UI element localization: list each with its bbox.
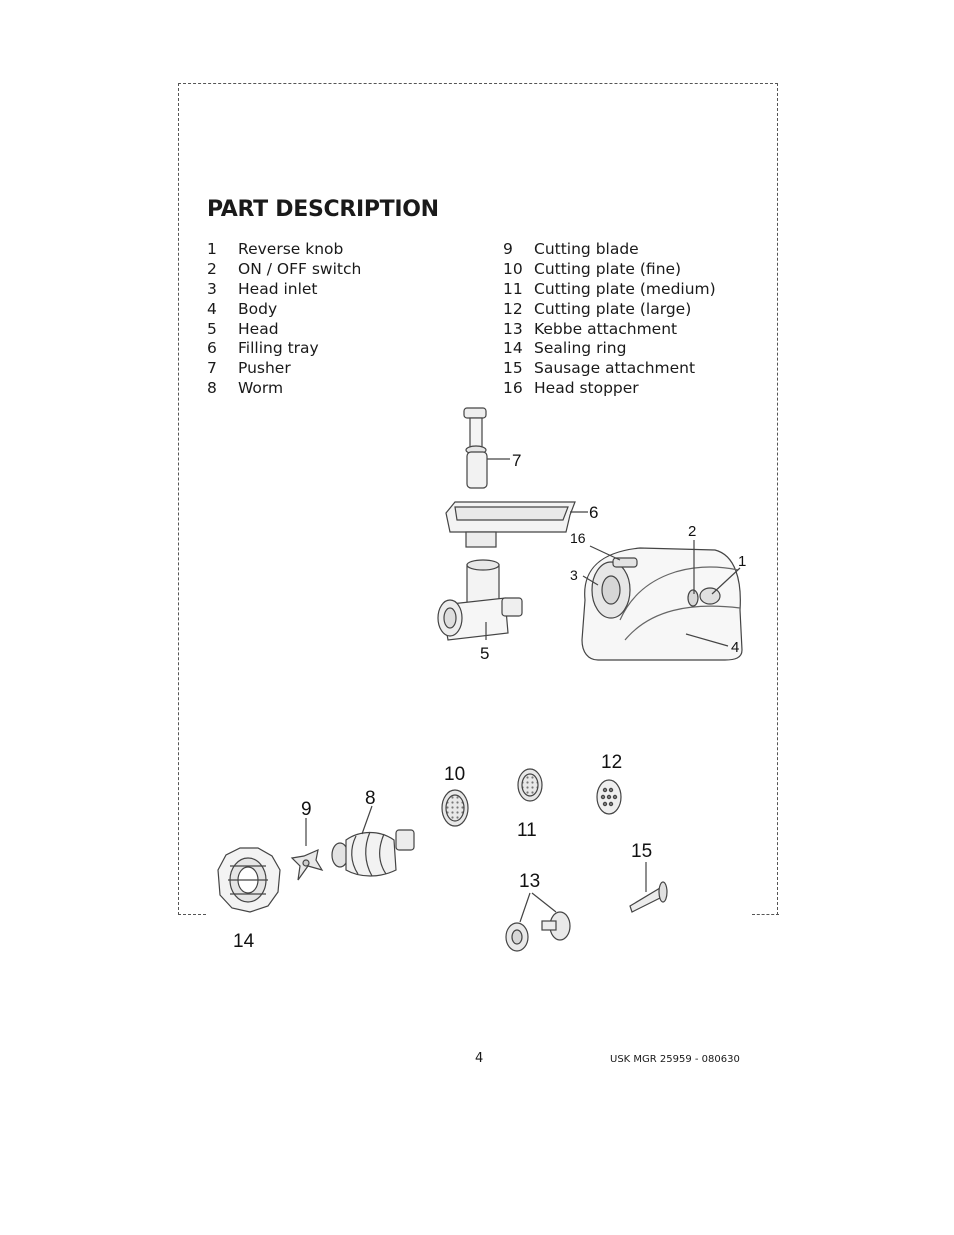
cutting-plate-fine-drawing: [441, 789, 469, 827]
callout-1: 1: [738, 553, 746, 570]
kebbe-attachment-drawing: [505, 892, 571, 952]
cutting-plate-large-drawing: [596, 779, 622, 815]
cutting-blade-drawing: [290, 818, 324, 881]
callout-4: 4: [731, 639, 739, 656]
page-border-bottom-left: [178, 914, 206, 915]
sausage-attachment-drawing: [629, 862, 668, 913]
callout-5: 5: [480, 644, 489, 663]
callout-8: 8: [365, 788, 376, 809]
callout-11: 11: [517, 820, 537, 841]
callout-3: 3: [570, 567, 578, 583]
callout-10: 10: [444, 764, 465, 785]
body-drawing: [581, 540, 743, 661]
pusher-drawing: [463, 407, 510, 489]
callout-9: 9: [301, 799, 312, 820]
worm-drawing: [331, 805, 415, 877]
callout-2: 2: [688, 523, 696, 540]
cutting-plate-medium-drawing: [517, 768, 543, 802]
sealing-ring-drawing: [217, 847, 281, 913]
page-border-bottom-right: [752, 914, 779, 915]
callout-16: 16: [570, 530, 586, 546]
callout-13: 13: [519, 871, 540, 892]
head-drawing: [437, 559, 523, 641]
page-border: [178, 83, 778, 915]
callout-15: 15: [631, 841, 652, 862]
filling-tray-drawing: [445, 501, 588, 548]
callout-7: 7: [512, 451, 521, 470]
callout-6: 6: [589, 503, 598, 522]
page-number: 4: [475, 1051, 484, 1066]
page-title: PART DESCRIPTION: [207, 197, 439, 222]
callout-14: 14: [233, 931, 255, 952]
model-code: USK MGR 25959 - 080630: [610, 1054, 740, 1065]
callout-12: 12: [601, 752, 622, 773]
